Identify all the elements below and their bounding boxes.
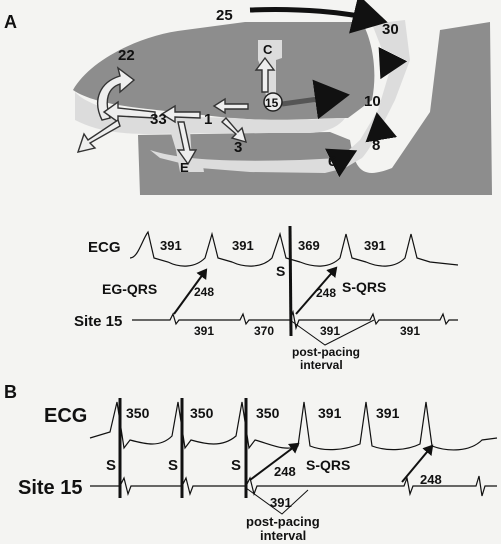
panel-b-s-qrs-arrow (249, 442, 300, 481)
panel-b-site-trace (90, 475, 497, 497)
panel-a-ecg-trace (129, 230, 459, 267)
site-25-label: 25 (216, 7, 233, 24)
site-3-label: 3 (234, 139, 242, 156)
panel-a-eg-qrs-label: EG-QRS (102, 281, 157, 297)
panel-b-stim-label-3: S (231, 457, 241, 474)
panel-a-ecg-intervals: 391 391 369 391 (160, 238, 386, 253)
panel-b-stim-labels: S S S (106, 457, 241, 474)
panel-b-ppi-bracket (245, 487, 309, 515)
panel-b-ppi-value: 391 (270, 495, 292, 510)
site-15-marker (263, 92, 283, 112)
panel-b-stim-lines (118, 398, 248, 498)
panel-a-site-intervals: 391 370 391 391 (194, 324, 420, 338)
panel-b-ecg-interval-5: 391 (376, 405, 400, 421)
panel-a-ppi-bracket (289, 319, 375, 346)
panel-a-site-trace (132, 309, 458, 331)
site-33-label: 33 (150, 111, 167, 128)
panel-b-label: B (4, 382, 17, 402)
panel-b-ppi-line2: interval (260, 528, 306, 543)
arrow-8-to-10 (365, 112, 398, 143)
panel-b-stim-label-1: S (106, 457, 116, 474)
site-e-label: E (180, 160, 189, 175)
site-6-label: 6 (328, 153, 336, 170)
panel-a-eg-qrs-arrow (173, 268, 208, 315)
panel-b-ppi-line1: post-pacing (246, 514, 320, 529)
panel-b-ecg-trace (89, 401, 498, 451)
site-1-label: 1 (204, 111, 212, 128)
panel-a-ecg-interval-4: 391 (364, 238, 386, 253)
arrow-15-to-10 (281, 79, 350, 120)
panel-a-ecg-interval-2: 391 (232, 238, 254, 253)
panel-b-s-qrs-label: S-QRS (306, 457, 350, 473)
arrow-to-e (176, 121, 198, 166)
panel-a-site-label: Site 15 (74, 313, 122, 330)
panel-b-arrow-2 (401, 444, 434, 483)
site-15-label: 15 (265, 96, 279, 110)
panel-a-stim-label: S (276, 263, 285, 279)
arrow-lower-left (76, 118, 121, 153)
arrow-to-3 (220, 116, 248, 144)
panel-a-label: A (4, 12, 17, 32)
arrow-15-to-c (254, 56, 276, 93)
arrow-6-to-8 (324, 148, 358, 178)
panel-a-site-interval-4: 391 (400, 324, 420, 338)
panel-a-site-interval-2: 370 (254, 324, 274, 338)
site-8-label: 8 (372, 137, 380, 154)
solid-arrows (249, 0, 408, 178)
panel-b-ecg-interval-3: 350 (256, 405, 280, 421)
panel-b-ecg-interval-2: 350 (190, 405, 214, 421)
arrow-to-22 (97, 66, 136, 121)
circuit-arrows (76, 56, 276, 166)
panel-a-ppi-line2: interval (300, 358, 343, 372)
panel-a-eg-qrs-value: 248 (194, 285, 214, 299)
panel-b-stim-label-2: S (168, 457, 178, 474)
panel-a-stim-line (288, 225, 293, 337)
panel-a-ecg-interval-1: 391 (160, 238, 182, 253)
panel-a-ppi-line1: post-pacing (292, 345, 360, 359)
arrow-15-to-1 (212, 97, 249, 115)
site-labels: 25 30 22 C 15 10 33 1 3 E 8 6 (118, 7, 399, 175)
arrow-to-33 (102, 100, 156, 124)
site-22-label: 22 (118, 47, 135, 64)
panel-a-ecg-label: ECG (88, 239, 121, 256)
arrow-from-1 (160, 104, 201, 124)
panel-b-ecg-label: ECG (44, 405, 87, 427)
scar-region (73, 20, 492, 195)
panel-a-site-interval-3: 391 (320, 324, 340, 338)
panel-b-ecg-interval-1: 350 (126, 405, 150, 421)
panel-b-s-qrs-value: 248 (274, 464, 296, 479)
panel-a-s-qrs-arrow (295, 266, 338, 315)
site-10-label: 10 (364, 93, 381, 110)
panel-b-ecg-intervals: 350 350 350 391 391 (126, 405, 400, 421)
arrow-25-to-30 (249, 0, 388, 34)
panel-a-site-interval-1: 391 (194, 324, 214, 338)
panel-b-ecg-interval-4: 391 (318, 405, 342, 421)
panel-b-s-qrs-value-2: 248 (420, 472, 442, 487)
site-c-label: C (263, 42, 273, 57)
panel-b-site-label: Site 15 (18, 477, 82, 499)
panel-a-s-qrs-value: 248 (316, 286, 336, 300)
panel-a-ecg-interval-3: 369 (298, 238, 320, 253)
site-30-label: 30 (382, 21, 399, 38)
arrow-30-down (378, 46, 408, 80)
panel-a-s-qrs-label: S-QRS (342, 279, 386, 295)
